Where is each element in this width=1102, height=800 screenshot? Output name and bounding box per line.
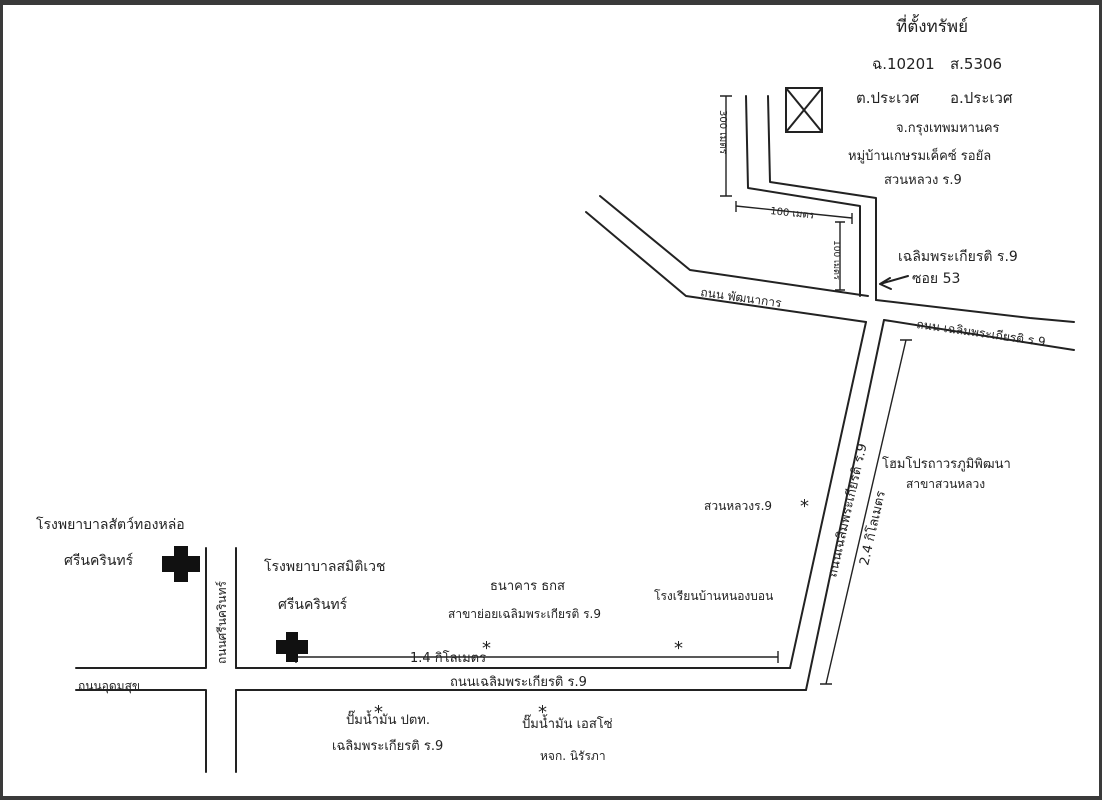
- park-label: สวนหลวงร.9: [704, 499, 773, 513]
- homepro-label-line1: โฮมโปรถาวรภูมิพิฒนา: [882, 457, 1011, 472]
- hospital-cross-icon: [276, 632, 308, 662]
- svg-text:*: *: [800, 496, 809, 517]
- chaloem-vertical-right: [805, 319, 885, 691]
- dim-2-4km-label: 2.4 กิโลเมตร: [856, 489, 889, 567]
- homepro-label-line2: สาขาสวนหลวง: [906, 477, 986, 491]
- soi53-left-edge: [745, 95, 861, 297]
- address-title: ที่ตั้งทรัพย์: [896, 17, 969, 37]
- svg-text:*: *: [374, 702, 383, 723]
- bank-label-line2: สาขาย่อยเฉลิมพระเกียรติ ร.9: [448, 607, 601, 621]
- udomsuk-road-label: ถนนอุดมสุข: [78, 679, 140, 694]
- dim-1-4km-label: 1.4 กิโลเมตร: [410, 650, 486, 666]
- school-label: โรงเรียนบ้านหนองบอน: [654, 589, 774, 603]
- address-subdistrict: ต.ประเวศ: [856, 89, 920, 107]
- hospital-2-label-line2: ศรีนครินทร์: [278, 597, 348, 613]
- hospital-cross-icon: [162, 546, 200, 582]
- soi53-label-line2: ซอย 53: [912, 271, 961, 287]
- svg-text:*: *: [482, 638, 491, 659]
- address-province: จ.กรุงเทพมหานคร: [896, 121, 1000, 136]
- svg-text:*: *: [674, 638, 683, 659]
- address-district: อ.ประเวศ: [950, 89, 1013, 107]
- ptt-label-line1: ปั๊มน้ำมัน ปตท.: [346, 713, 430, 728]
- pattanakarn-road-edge-bottom: [585, 211, 867, 323]
- pattanakarn-road-label: ถนน พัฒนาการ: [700, 285, 783, 310]
- dim-300m: [720, 95, 732, 197]
- dim-2-4km: [820, 339, 912, 685]
- srinagarindra-road-label: ถนนศรีนครินทร์: [215, 580, 229, 664]
- chaloem-main-road-label: ถนนเฉลิมพระเกียรติ ร.9: [450, 674, 587, 690]
- hospital-1-label-line1: โรงพยาบาลสัตว์ทองหล่อ: [36, 517, 185, 533]
- chaloem-upper-road-label: ถนน เฉลิมพระเกียรติ ร.9: [916, 317, 1047, 349]
- dim-100m-vertical: [835, 221, 845, 291]
- esso-label-line1: ปั๊มน้ำมัน เอสโซ่: [522, 717, 613, 732]
- address-land-no: ส.5306: [950, 55, 1003, 73]
- hospital-2-label-line1: โรงพยาบาลสมิติเวช: [264, 559, 386, 575]
- property-marker-icon: [785, 87, 823, 133]
- dim-1-4km: [295, 651, 779, 663]
- srinagarindra-lower-left: [75, 689, 207, 773]
- address-village: หมู่บ้านเกษรมเค็คซ์ รอยัล: [848, 149, 992, 164]
- ptt-label-line2: เฉลิมพระเกียรติ ร.9: [332, 739, 444, 754]
- soi53-right-edge: [767, 95, 877, 301]
- soi53-pointer-arrow: [879, 275, 909, 290]
- dim-100m-v-label: 100 เมตร: [831, 240, 841, 280]
- chaloem-upper-edge-bottom: [883, 319, 1075, 351]
- dim-100m-horizontal: [735, 201, 853, 224]
- svg-text:*: *: [538, 702, 547, 723]
- srinagarindra-left: [75, 547, 207, 669]
- dim-300m-label: 300 เมตร: [717, 110, 728, 155]
- chaloem-upper-edge-top: [875, 299, 1075, 323]
- address-area: สวนหลวง ร.9: [884, 173, 962, 188]
- hospital-1-label-line2: ศรีนครินทร์: [64, 553, 134, 569]
- soi53-label-line1: เฉลิมพระเกียรติ ร.9: [898, 249, 1018, 265]
- bank-label-line1: ธนาคาร ธกส: [490, 579, 565, 594]
- dim-100m-h-label: 100 เมตร: [770, 206, 816, 222]
- asterisk-icons: * * * * *: [374, 496, 809, 723]
- address-deed: ฉ.10201: [872, 55, 935, 73]
- chaloem-vertical-left: [789, 321, 867, 669]
- esso-label-line2: หจก. นิรัรภา: [540, 749, 606, 763]
- pattanakarn-road-edge-top: [599, 195, 869, 297]
